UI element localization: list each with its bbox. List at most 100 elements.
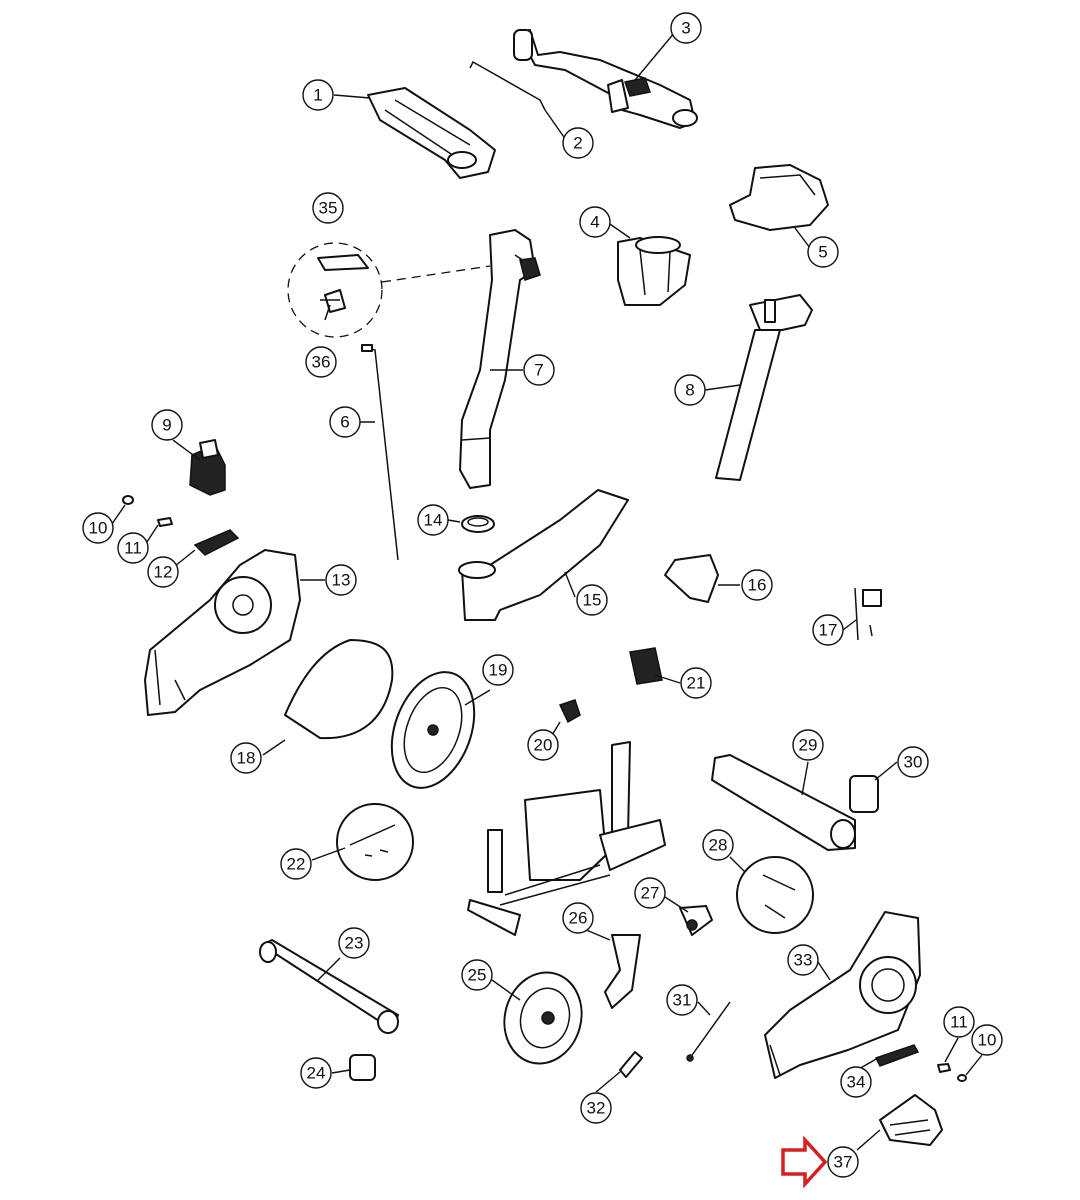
- part-8-seat-post: [715, 294, 813, 481]
- svg-text:4: 4: [590, 213, 599, 232]
- part-25-flywheel: [503, 971, 583, 1065]
- callout-13: 13: [325, 564, 357, 596]
- part-7-front-post: [459, 229, 541, 489]
- part-26-bracket: [604, 934, 641, 1009]
- part-1-console: [367, 87, 496, 179]
- part-21-cylinder: [629, 647, 663, 685]
- callouts: 1 2 3 4 5 6 7 8 9 10 11 12 13 14 15 16 1…: [82, 12, 1003, 1178]
- svg-text:13: 13: [332, 571, 351, 590]
- callout-11-right: 11: [943, 1006, 975, 1038]
- svg-text:12: 12: [154, 563, 173, 582]
- svg-text:27: 27: [641, 884, 660, 903]
- svg-text:5: 5: [818, 243, 827, 262]
- svg-text:24: 24: [307, 1064, 326, 1083]
- svg-text:8: 8: [685, 381, 694, 400]
- svg-text:18: 18: [237, 749, 256, 768]
- svg-text:10: 10: [978, 1031, 997, 1050]
- part-15-shroud: [458, 489, 629, 621]
- svg-text:25: 25: [468, 966, 487, 985]
- svg-text:31: 31: [673, 991, 692, 1010]
- callout-17: 17: [812, 614, 844, 646]
- callout-20: 20: [527, 729, 559, 761]
- svg-text:30: 30: [904, 753, 923, 772]
- part-32-pin: [619, 1051, 643, 1078]
- part-17-adapter: [854, 587, 882, 641]
- callout-6: 6: [329, 406, 361, 438]
- callout-24: 24: [300, 1057, 332, 1089]
- part-14-ring: [461, 515, 495, 533]
- svg-text:37: 37: [834, 1153, 853, 1172]
- part-18-belt: [284, 639, 394, 740]
- part-24-cap: [349, 1054, 376, 1081]
- svg-text:16: 16: [748, 576, 767, 595]
- svg-text:11: 11: [950, 1013, 968, 1032]
- callout-9: 9: [151, 409, 183, 441]
- callout-25: 25: [461, 959, 493, 991]
- callout-27: 27: [634, 877, 666, 909]
- part-31-rod: [686, 1001, 731, 1062]
- callout-23: 23: [338, 927, 370, 959]
- callout-28: 28: [702, 829, 734, 861]
- callout-8: 8: [674, 374, 706, 406]
- callout-11-left: 11: [117, 532, 149, 564]
- callout-37: 37: [827, 1146, 859, 1178]
- callout-19: 19: [482, 654, 514, 686]
- callout-7: 7: [523, 354, 555, 386]
- part-5-saddle: [729, 164, 829, 231]
- callout-34: 34: [840, 1066, 872, 1098]
- part-19-pulley: [390, 671, 476, 789]
- svg-text:2: 2: [573, 134, 582, 153]
- svg-text:15: 15: [583, 591, 602, 610]
- part-10-11-right-small: [937, 1063, 967, 1082]
- callout-35: 35: [312, 192, 344, 224]
- part-9-magnet: [189, 439, 226, 496]
- main-frame: [467, 741, 666, 936]
- part-30-endcap: [849, 775, 879, 813]
- svg-text:11: 11: [124, 539, 142, 558]
- svg-text:1: 1: [313, 86, 322, 105]
- svg-text:36: 36: [312, 353, 331, 372]
- part-10-11-12-small: [122, 495, 240, 556]
- callout-36: 36: [305, 346, 337, 378]
- part-28-inset: [736, 856, 814, 934]
- part-35-36-inset: [287, 242, 491, 338]
- callout-29: 29: [792, 729, 824, 761]
- svg-text:28: 28: [709, 836, 728, 855]
- svg-text:26: 26: [569, 909, 588, 928]
- svg-text:17: 17: [819, 621, 838, 640]
- part-6-cable: [361, 344, 399, 561]
- callout-26: 26: [562, 902, 594, 934]
- part-16-cover: [664, 554, 719, 603]
- callout-15: 15: [576, 584, 608, 616]
- callout-2: 2: [562, 127, 594, 159]
- svg-text:14: 14: [424, 511, 443, 530]
- svg-text:10: 10: [89, 519, 108, 538]
- callout-30: 30: [897, 746, 929, 778]
- part-4-bottle-holder: [617, 236, 691, 306]
- svg-text:35: 35: [319, 199, 338, 218]
- svg-text:29: 29: [799, 736, 818, 755]
- part-20-knob: [558, 699, 581, 724]
- part-3-handlebar: [513, 29, 698, 129]
- part-29-stabilizer: [711, 754, 856, 851]
- callout-12: 12: [147, 556, 179, 588]
- callout-10-left: 10: [82, 512, 114, 544]
- svg-text:3: 3: [681, 19, 690, 38]
- callout-21: 21: [680, 667, 712, 699]
- callout-1: 1: [302, 79, 334, 111]
- part-37-pedal: [879, 1094, 943, 1146]
- svg-text:32: 32: [587, 1099, 606, 1118]
- svg-text:9: 9: [162, 416, 171, 435]
- svg-text:34: 34: [847, 1073, 866, 1092]
- svg-text:20: 20: [534, 736, 553, 755]
- svg-text:6: 6: [340, 413, 349, 432]
- callout-10-right: 10: [971, 1024, 1003, 1056]
- part-23-axle: [259, 939, 399, 1034]
- leader-lines: [111, 31, 983, 1151]
- callout-16: 16: [741, 569, 773, 601]
- svg-text:23: 23: [345, 934, 364, 953]
- callout-5: 5: [807, 236, 839, 268]
- svg-text:19: 19: [489, 661, 508, 680]
- callout-33: 33: [787, 944, 819, 976]
